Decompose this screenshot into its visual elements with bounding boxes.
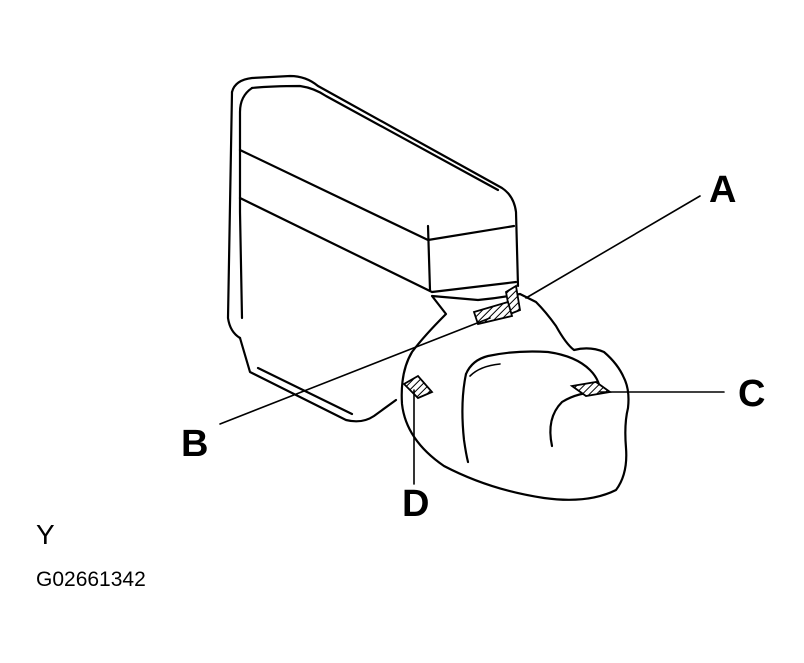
callout-a: A <box>709 169 736 211</box>
view-letter: Y <box>36 519 55 550</box>
leader-line-b <box>219 317 491 425</box>
sensor-housing <box>400 292 630 501</box>
callout-c: C <box>738 373 765 415</box>
callout-d: D <box>402 483 429 525</box>
mount-point-b <box>472 300 514 326</box>
housing-body <box>226 74 520 423</box>
callout-b: B <box>181 423 208 465</box>
figure-code: G02661342 <box>36 568 146 591</box>
mount-point-d <box>402 374 434 400</box>
leader-lines <box>219 195 725 485</box>
leader-line-a <box>525 195 701 299</box>
